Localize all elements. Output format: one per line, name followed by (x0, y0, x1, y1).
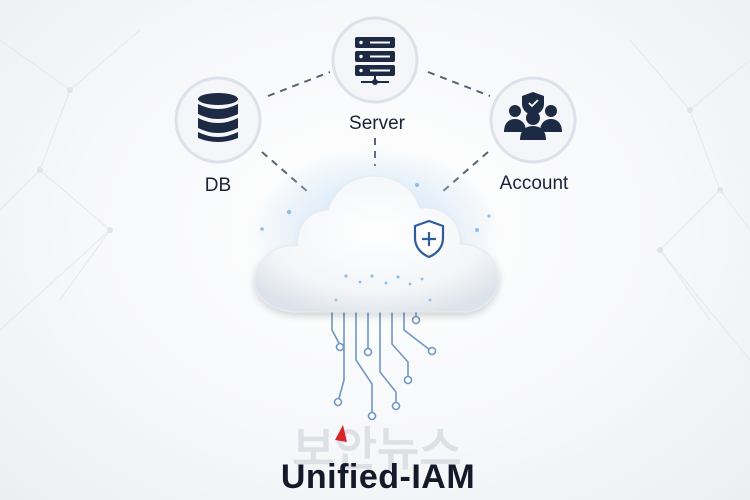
node-server: Server (331, 16, 419, 134)
connector-db-server (267, 71, 331, 97)
background-network (0, 29, 750, 361)
diagram-caption: Unified-IAM (281, 458, 475, 496)
node-db: DB (174, 76, 262, 196)
database-icon (198, 93, 238, 142)
node-account-label: Account (500, 173, 569, 194)
sparkles (260, 183, 491, 302)
cloud-icon (250, 145, 500, 315)
node-server-label: Server (349, 113, 406, 134)
shield-plus-icon (413, 219, 445, 259)
connector-server-account (427, 71, 491, 97)
node-account: Account (489, 76, 577, 194)
users-shield-icon (504, 92, 562, 140)
server-rack-icon (355, 37, 395, 85)
watermark-accent-mark (335, 425, 347, 442)
watermark: 보안뉴스 (292, 423, 461, 475)
node-db-label: DB (205, 175, 231, 196)
watermark-text: 보안뉴스 (292, 423, 461, 475)
